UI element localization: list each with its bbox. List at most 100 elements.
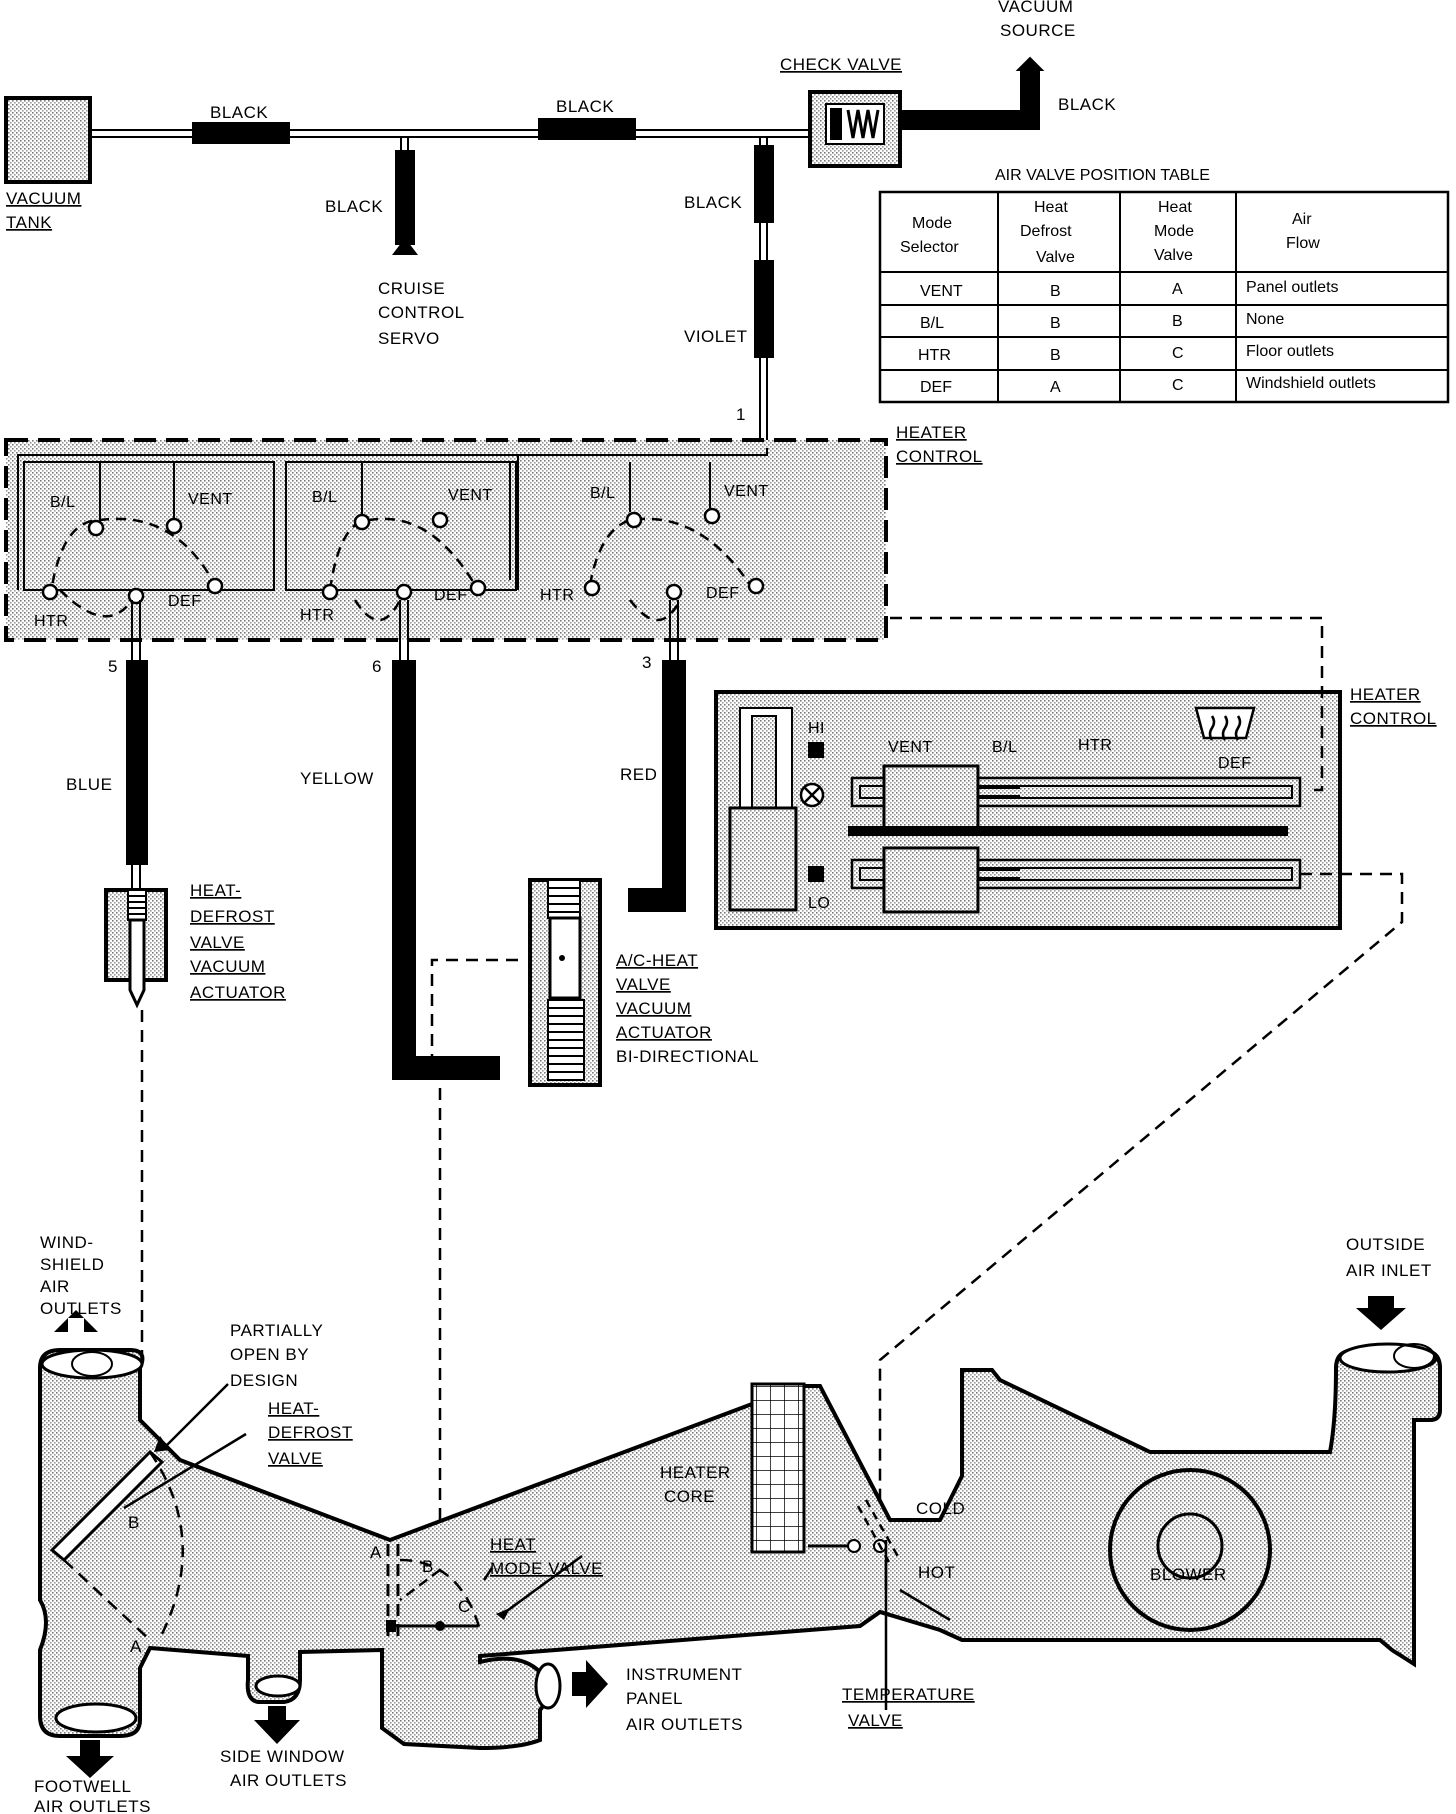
instrument-label-1: INSTRUMENT — [626, 1665, 742, 1684]
table-title: AIR VALVE POSITION TABLE — [995, 167, 1210, 184]
heater-core-label-1: HEATER — [660, 1463, 731, 1482]
heat-defrost-actuator: HEAT- DEFROST VALVE VACUUM ACTUATOR — [104, 881, 285, 1009]
ac-heat-actuator: A/C-HEAT VALVE VACUUM ACTUATOR BI-DIRECT… — [528, 878, 759, 1087]
table-cell-r2-c1: B/L — [920, 315, 944, 332]
instrument-panel-arrow — [572, 1660, 608, 1708]
hd-actuator-label-3: VALVE — [190, 933, 245, 952]
ac-actuator-label-2: VALVE — [616, 975, 671, 994]
heat-mode-label-1: HEAT — [490, 1535, 536, 1554]
hose-label-black-3: BLACK — [684, 193, 742, 212]
port-1-label: 1 — [736, 405, 746, 424]
mode-letter-b: B — [422, 1557, 434, 1576]
side-window-arrow — [254, 1706, 300, 1744]
hose-label-black-1: BLACK — [210, 103, 268, 122]
mode-slider-track — [850, 776, 1302, 808]
hose-label-violet: VIOLET — [684, 327, 747, 346]
hose-black-2 — [538, 118, 636, 140]
instrument-label-2: PANEL — [626, 1689, 683, 1708]
ac-actuator-label-1: A/C-HEAT — [616, 951, 698, 970]
footwell-label-1: FOOTWELL — [34, 1777, 132, 1796]
hose-label-yellow: YELLOW — [300, 769, 374, 788]
pos-bl-1: B/L — [50, 494, 76, 511]
pos-def-1: DEF — [168, 593, 202, 610]
partially-label-1: PARTIALLY — [230, 1321, 323, 1340]
vacuum-source-label-1: VACUUM — [998, 0, 1073, 16]
side-window-label-2: AIR OUTLETS — [230, 1771, 347, 1790]
table-cell-r2-c3: B — [1172, 313, 1183, 330]
hose-black-3 — [754, 145, 774, 223]
hose-label-black-2: BLACK — [556, 97, 614, 116]
partially-label-3: DESIGN — [230, 1371, 298, 1390]
table-cell-r4-c4: Windshield outlets — [1246, 375, 1376, 392]
mode-slider-knob — [882, 764, 980, 832]
windshield-label-1: WIND- — [40, 1233, 93, 1252]
partially-label-2: OPEN BY — [230, 1345, 309, 1364]
air-distribution-box: B A A B C — [38, 1342, 1442, 1751]
table-cell-r1-c2: B — [1050, 283, 1061, 300]
hose-label-blue: BLUE — [66, 775, 112, 794]
door-letter-b: B — [128, 1513, 140, 1532]
table-cell-r4-c2: A — [1050, 379, 1061, 396]
table-header-mode-1: Mode — [912, 215, 952, 232]
ac-actuator-label-4: ACTUATOR — [616, 1023, 712, 1042]
vacuum-tank-label-1: VACUUM — [6, 189, 81, 208]
panel-bl: B/L — [992, 739, 1018, 756]
footwell-label-2: AIR OUTLETS — [34, 1797, 151, 1814]
fan-icon-blades — [803, 786, 821, 804]
defrost-icon — [1194, 706, 1256, 741]
instrument-label-3: AIR OUTLETS — [626, 1715, 743, 1734]
hose-black-1 — [192, 122, 290, 144]
hd-actuator-label-2: DEFROST — [190, 907, 275, 926]
table-cell-r3-c4: Floor outlets — [1246, 343, 1334, 360]
table-cell-r4-c3: C — [1172, 377, 1184, 394]
hd-valve-label-1: HEAT- — [268, 1399, 319, 1418]
cold-label: COLD — [916, 1499, 965, 1518]
table-cell-r2-c2: B — [1050, 315, 1061, 332]
blower-label: BLOWER — [1150, 1565, 1227, 1584]
table-header-hm-3: Valve — [1154, 247, 1193, 264]
vacuum-source-hose — [900, 68, 1040, 130]
table-cell-r3-c1: HTR — [918, 347, 951, 364]
vacuum-source-arrow — [1015, 56, 1045, 71]
table-header-hd-1: Heat — [1034, 199, 1068, 216]
table-header-mode-2: Selector — [900, 239, 959, 256]
pos-def-2: DEF — [434, 587, 468, 604]
outside-air-arrow — [1356, 1296, 1406, 1330]
cruise-label-1: CRUISE — [378, 279, 445, 298]
table-header-air-1: Air — [1292, 211, 1312, 228]
cruise-servo-arrow — [392, 238, 418, 255]
heater-control-title-2: CONTROL — [896, 447, 983, 466]
hose-black-cruise — [395, 150, 415, 245]
heater-control-title-1: HEATER — [896, 423, 967, 442]
windshield-label-4: OUTLETS — [40, 1299, 122, 1318]
mode-letter-a: A — [370, 1543, 382, 1562]
windshield-label-3: AIR — [40, 1277, 70, 1296]
hd-valve-label-2: DEFROST — [268, 1423, 353, 1442]
table-cell-r3-c3: C — [1172, 345, 1184, 362]
hose-violet — [754, 260, 774, 358]
temp-valve-label-1: TEMPERATURE — [842, 1685, 975, 1704]
outside-air-label-2: AIR INLET — [1346, 1261, 1432, 1280]
table-header-hm-1: Heat — [1158, 199, 1192, 216]
hose-red — [628, 660, 686, 912]
port-6-label: 6 — [372, 657, 382, 676]
panel-htr: HTR — [1078, 737, 1112, 754]
panel-hi: HI — [808, 720, 825, 737]
pos-vent-3: VENT — [724, 483, 769, 500]
blower-wheel — [1108, 1468, 1272, 1632]
windshield-label-2: SHIELD — [40, 1255, 104, 1274]
windshield-arrow — [54, 1310, 98, 1332]
cruise-label-2: CONTROL — [378, 303, 465, 322]
vacuum-tank — [4, 96, 92, 184]
panel-title-2: CONTROL — [1350, 709, 1437, 728]
hose-label-black-cruise: BLACK — [325, 197, 383, 216]
door-letter-a: A — [130, 1637, 142, 1656]
table-cell-r1-c3: A — [1172, 281, 1183, 298]
cruise-label-3: SERVO — [378, 329, 440, 348]
heat-defrost-door — [49, 1449, 165, 1563]
panel-def: DEF — [1218, 755, 1252, 772]
vacuum-lines — [90, 129, 810, 455]
outside-air-label-1: OUTSIDE — [1346, 1235, 1425, 1254]
hot-label: HOT — [918, 1563, 955, 1582]
table-cell-r2-c4: None — [1246, 311, 1284, 328]
